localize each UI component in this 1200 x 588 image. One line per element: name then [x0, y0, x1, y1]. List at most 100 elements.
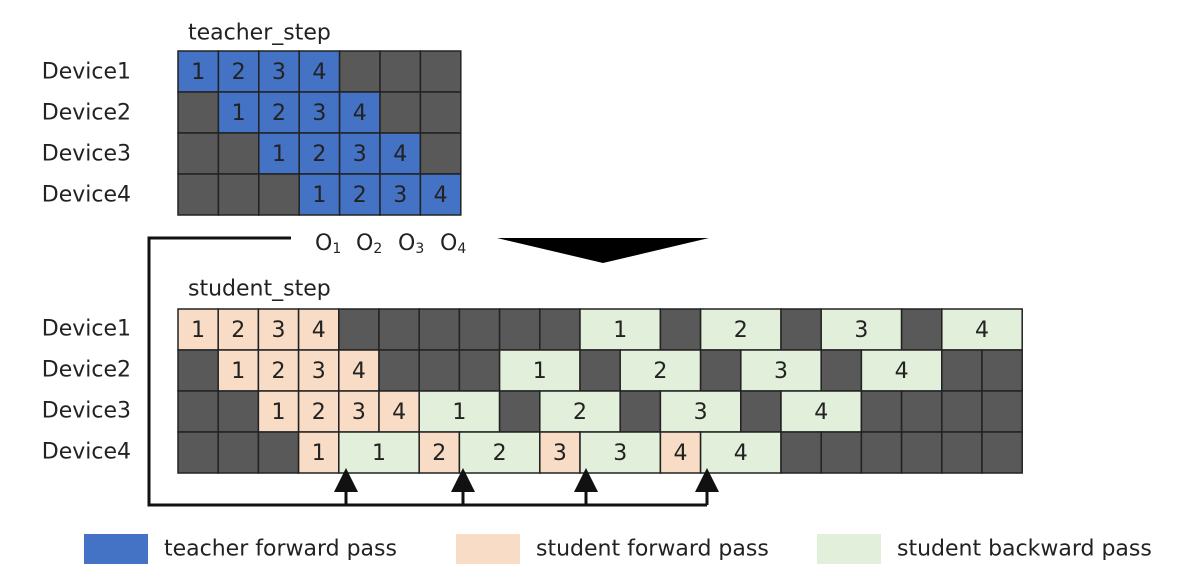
cell-label: 2: [432, 441, 446, 466]
student-backward-cell: [740, 349, 822, 392]
idle-cell: [258, 173, 300, 216]
idle-cell: [981, 349, 1023, 392]
cell-label: 4: [312, 318, 326, 343]
cell-label: 1: [232, 101, 246, 126]
idle-cell: [177, 431, 219, 474]
output-label: O3: [398, 231, 424, 258]
cell-label: 2: [653, 359, 667, 384]
student-device-label: Device1: [42, 317, 131, 342]
output-subscript: 3: [415, 241, 424, 257]
output-base: O: [440, 231, 457, 256]
cell-label: 1: [312, 441, 326, 466]
student-section: student_step Device1 Device2 Device3 Dev…: [42, 277, 1023, 474]
idle-cell: [177, 390, 219, 433]
idle-cell: [579, 349, 621, 392]
cell-label: 2: [353, 183, 367, 208]
idle-cell: [981, 431, 1023, 474]
cell-label: 2: [272, 101, 286, 126]
cell-label: 3: [312, 359, 326, 384]
output-base: O: [315, 231, 332, 256]
student-backward-cell: [699, 308, 782, 351]
cell-label: 3: [393, 183, 407, 208]
output-base: O: [356, 231, 373, 256]
teacher-forward-cell: [298, 132, 341, 175]
idle-cell: [941, 431, 983, 474]
student-backward-cell: [498, 349, 581, 392]
idle-cell: [378, 308, 420, 351]
student-device-labels: Device1 Device2 Device3 Device4: [42, 317, 131, 465]
cell-label: 2: [312, 142, 326, 167]
cell-label: 4: [434, 183, 448, 208]
idle-cell: [418, 308, 461, 351]
output-label: O2: [356, 231, 382, 258]
cell-label: 4: [312, 60, 326, 85]
teacher-title: teacher_step: [188, 21, 331, 46]
student-forward-cell: [297, 431, 340, 474]
student-backward-cell: [941, 308, 1023, 351]
teacher-forward-cell: [298, 173, 341, 216]
cell-label: 3: [272, 318, 286, 343]
idle-cell: [379, 50, 422, 93]
idle-cell: [458, 349, 501, 392]
cell-label: 1: [312, 183, 326, 208]
cell-label: 3: [694, 400, 708, 425]
idle-cell: [419, 91, 462, 134]
idle-cell: [941, 390, 983, 433]
idle-cell: [860, 390, 903, 433]
idle-cell: [900, 390, 943, 433]
idle-cell: [659, 308, 702, 351]
cell-label: 3: [353, 142, 367, 167]
idle-cell: [419, 132, 462, 175]
legend-label: student backward pass: [897, 537, 1152, 562]
cell-label: 2: [493, 441, 507, 466]
idle-cell: [820, 349, 863, 392]
idle-cell: [900, 431, 943, 474]
feedback-connector: [147, 236, 719, 507]
idle-cell: [217, 173, 260, 216]
output-label: O1: [315, 231, 341, 258]
idle-cell: [338, 308, 380, 351]
cell-label: 4: [814, 400, 828, 425]
cell-label: 2: [231, 318, 245, 343]
cell-label: 1: [191, 318, 205, 343]
idle-cell: [900, 308, 943, 351]
cell-label: 1: [613, 318, 627, 343]
student-backward-cell: [579, 308, 662, 351]
student-backward-cell: [338, 431, 420, 474]
cell-label: 4: [895, 359, 909, 384]
idle-cell: [740, 390, 782, 433]
student-forward-cell: [177, 308, 219, 351]
idle-cell: [981, 390, 1023, 433]
idle-cell: [780, 431, 822, 474]
output-subscript: 1: [332, 241, 341, 257]
student-forward-cell: [378, 390, 420, 433]
student-backward-cell: [820, 308, 903, 351]
cell-label: 3: [613, 441, 627, 466]
legend-label: teacher forward pass: [164, 537, 397, 562]
idle-cell: [699, 349, 742, 392]
idle-cell: [498, 390, 541, 433]
cell-label: 4: [975, 318, 989, 343]
output-label: O4: [440, 231, 466, 258]
idle-cell: [217, 390, 260, 433]
cell-label: 4: [352, 359, 366, 384]
student-backward-cell: [579, 431, 662, 474]
cell-label: 2: [734, 318, 748, 343]
idle-cell: [820, 431, 863, 474]
student-forward-cell: [297, 349, 340, 392]
cell-label: 4: [392, 400, 406, 425]
student-title: student_step: [188, 277, 331, 302]
cell-label: 3: [312, 101, 326, 126]
teacher-device-labels: Device1 Device2 Device3 Device4: [42, 60, 131, 208]
student-device-label: Device4: [42, 440, 131, 465]
cell-label: 3: [774, 359, 788, 384]
idle-cell: [941, 349, 983, 392]
idle-cell: [217, 132, 260, 175]
feedback-line: [147, 236, 707, 507]
cell-label: 3: [352, 400, 366, 425]
idle-cell: [619, 390, 662, 433]
student-backward-cell: [418, 390, 501, 433]
teacher-forward-cell: [338, 173, 381, 216]
